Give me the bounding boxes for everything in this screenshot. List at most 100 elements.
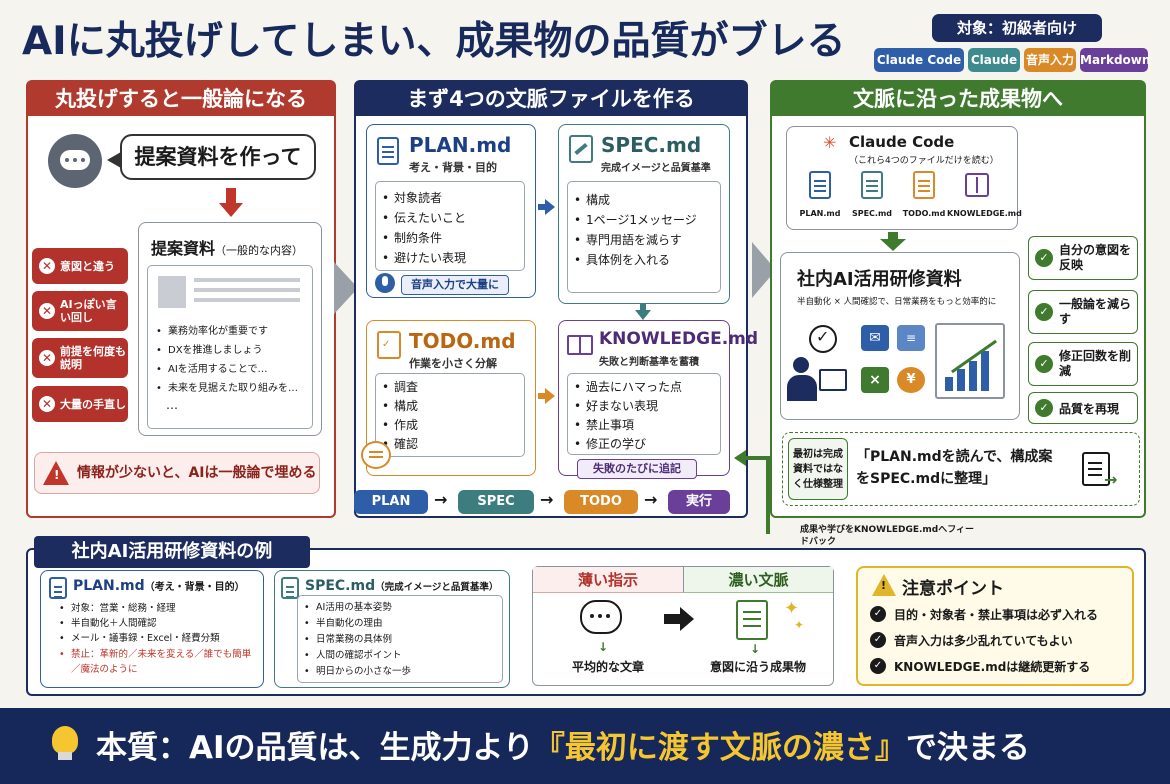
arrow-right-icon xyxy=(545,388,555,404)
section-output-header: 文脈に沿った成果物へ xyxy=(772,82,1144,116)
arrow-right-icon xyxy=(680,607,694,631)
benefit-item: ✓ 品質を再現 xyxy=(1028,392,1138,424)
list-item: 専門用語を減らす xyxy=(572,230,697,250)
section-example-header: 社内AI活用研修資料の例 xyxy=(34,536,310,568)
generic-doc-title: 提案資料 xyxy=(151,239,216,258)
problem-tag: ✕ 前提を何度も説明 xyxy=(32,338,128,378)
audience-badge: 対象：初級者向け xyxy=(932,14,1102,42)
list-item: メール・議事録・Excel・経費分類 xyxy=(57,631,220,646)
lightbulb-icon xyxy=(52,726,78,754)
check-icon: ✓ xyxy=(1035,303,1053,321)
problem-tag: ✕ AIっぽい言い回し xyxy=(32,291,128,331)
warning-icon xyxy=(872,574,896,596)
tag-claude-code: Claude Code xyxy=(874,48,964,72)
list-item: 対象読者 xyxy=(380,188,466,208)
problem-tag: ✕ 意図と違う xyxy=(32,248,128,284)
example-spec-card: SPEC.md（完成イメージと品質基準） AI活用の基本姿勢 半自動化の理由 日… xyxy=(274,570,510,688)
example-plan-card: PLAN.md（考え・背景・目的） 対象：営業・総務・経理 半自動化＋人間確認 … xyxy=(40,570,264,688)
x-icon: ✕ xyxy=(39,396,55,412)
list-item: AIを活用することで… xyxy=(154,360,298,379)
page-title: AIに丸投げしてしまい、成果物の品質がブレる xyxy=(22,19,846,64)
feedback-label: 成果や学びをKNOWLEDGE.mdへフィードバック xyxy=(800,524,980,548)
caution-box: ! 注意ポイント ✓ 目的・対象者・禁止事項は必ず入れる ✓ 音声入力は多少乱れ… xyxy=(856,566,1134,686)
list-item: 人間の確認ポイント xyxy=(302,648,411,664)
weak-caption: 平均的な文章 xyxy=(571,660,644,674)
check-icon: ✓ xyxy=(870,632,886,648)
arrow-down-icon: ↓ xyxy=(598,640,609,654)
document-edit-icon xyxy=(1082,452,1110,486)
arrow-right-icon: → xyxy=(644,490,658,509)
quality-document-icon xyxy=(736,600,768,640)
knowledge-card-subtitle: 失敗と判断基準を蓄積 xyxy=(599,357,699,368)
check-icon: ✓ xyxy=(1035,249,1053,267)
list-item: 好まない表現 xyxy=(572,397,682,416)
example-plan-prohibited: •禁止：革新的／未来を変える／誰でも簡単／魔法のように xyxy=(59,649,252,675)
generic-doc-items: 業務効率化が重要です DXを推進しましょう AIを活用することで… 未来を見据え… xyxy=(154,322,298,398)
todo-card-subtitle: 作業を小さく分解 xyxy=(409,357,497,370)
spec-file-icon xyxy=(861,171,883,199)
list-item: DXを推進しましょう xyxy=(154,341,298,360)
warning-box: ! 情報が少ないと、AIは一般論で埋める xyxy=(34,452,320,494)
list-item: 日常業務の具体例 xyxy=(302,632,411,648)
spec-card: SPEC.md 完成イメージと品質基準 構成 1ページ1メッセージ 専門用語を減… xyxy=(558,124,730,304)
excel-icon: × xyxy=(861,367,889,393)
check-icon: ✓ xyxy=(870,606,886,622)
laptop-icon xyxy=(819,369,847,391)
more-ellipsis: … xyxy=(166,398,178,412)
benefit-item: ✓ 修正回数を削減 xyxy=(1028,342,1138,386)
output-doc-title: 社内AI活用研修資料 xyxy=(797,269,962,290)
image-placeholder-icon xyxy=(158,276,186,308)
plan-card-title: PLAN.md xyxy=(409,133,512,157)
list-item: 調査 xyxy=(380,378,418,397)
person-icon xyxy=(793,357,809,373)
arrow-down-icon xyxy=(635,310,651,320)
arrow-right-icon xyxy=(545,199,555,215)
flow-step-spec: SPEC xyxy=(458,490,534,514)
microphone-icon xyxy=(375,273,395,293)
plan-file-icon xyxy=(809,171,831,199)
plan-file-icon xyxy=(377,137,399,165)
benefit-item: ✓ 一般論を減らす xyxy=(1028,290,1138,334)
x-icon: ✕ xyxy=(39,303,55,319)
claude-code-title: Claude Code xyxy=(849,133,955,151)
list-item: 具体例を入れる xyxy=(572,250,697,270)
arrow-down-icon: ↓ xyxy=(750,642,761,656)
weak-instruction-label: 薄い指示 xyxy=(533,567,683,593)
bubble-tail xyxy=(107,152,121,168)
flow-step-execute: 実行 xyxy=(668,490,730,514)
tag-markdown: Markdown xyxy=(1080,48,1150,72)
list-item: 避けたい表現 xyxy=(380,248,466,268)
document-icon: ≡ xyxy=(897,325,925,351)
check-icon: ✓ xyxy=(870,658,886,674)
book-icon xyxy=(567,335,593,355)
list-item: 明日からの小さな一歩 xyxy=(302,664,411,680)
ruler-icon xyxy=(569,135,593,163)
x-icon: ✕ xyxy=(39,258,55,274)
list-item: 未来を見据えた取り組みを… xyxy=(154,379,298,398)
notes-icon xyxy=(361,441,391,469)
knowledge-book-icon xyxy=(965,173,989,197)
todo-card: ✓ TODO.md 作業を小さく分解 調査 構成 作成 確認 xyxy=(361,320,536,476)
footer-emphasis: 『最初に渡す文脈の濃さ』 xyxy=(533,730,906,766)
down-arrow-icon xyxy=(226,188,236,204)
list-item: 業務効率化が重要です xyxy=(154,322,298,341)
tag-claude: Claude xyxy=(968,48,1020,72)
list-item: 構成 xyxy=(572,190,697,210)
growth-chart-icon xyxy=(935,323,1005,399)
generic-doc-subtitle: （一般的な内容） xyxy=(215,244,304,257)
chat-icon xyxy=(48,134,102,188)
output-doc-subtitle: 半自動化 × 人間確認で、日常業務をもっと効率的に xyxy=(797,297,997,307)
spec-file-icon xyxy=(281,577,299,599)
plan-card-subtitle: 考え・背景・目的 xyxy=(409,161,497,174)
footer-message: 本質：AIの品質は、生成力より『最初に渡す文脈の濃さ』で決まる xyxy=(96,730,1030,766)
knowledge-card-title: KNOWLEDGE.md xyxy=(599,329,759,349)
spec-card-title: SPEC.md xyxy=(601,133,702,157)
list-item: 半自動化＋人間確認 xyxy=(57,616,220,631)
sparkle-icon: ✦ xyxy=(794,618,805,632)
plan-file-icon xyxy=(49,577,67,599)
check-bubble-icon: ✓ xyxy=(809,325,837,353)
flow-step-plan: PLAN xyxy=(354,490,428,514)
arrow-right-icon: → xyxy=(434,490,448,509)
checklist-icon: ✓ xyxy=(377,331,401,359)
arrow-right-icon: → xyxy=(1104,470,1118,489)
